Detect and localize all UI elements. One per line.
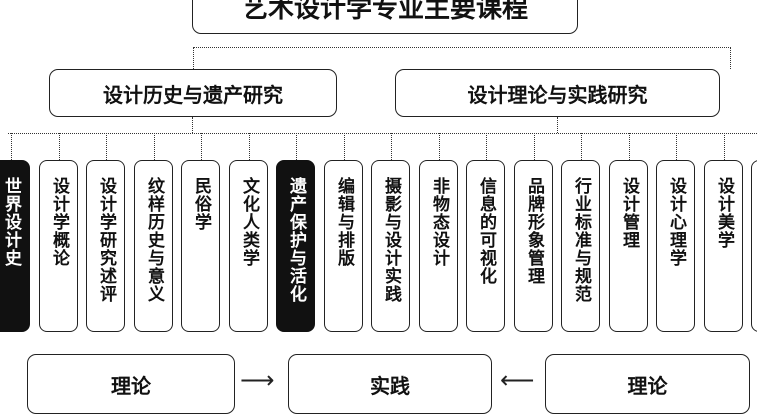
course-connector xyxy=(201,133,202,160)
course-column: 民俗学 xyxy=(181,160,220,332)
course-bus xyxy=(8,133,757,134)
course-label: 行业标准与规范 xyxy=(571,177,591,303)
course-column: 设计管理 xyxy=(609,160,648,332)
category-history: 设计历史与遗产研究 xyxy=(49,69,337,117)
course-connector xyxy=(724,133,725,160)
theory-box-right: 理论 xyxy=(545,354,750,414)
course-label: 世界设计史 xyxy=(1,177,21,267)
course-column: 摄影与设计实践 xyxy=(371,160,410,332)
course-connector xyxy=(676,133,677,160)
course-connector xyxy=(534,133,535,160)
course-connector xyxy=(486,133,487,160)
left-arrow-icon: ⟵ xyxy=(500,366,535,394)
course-label: 非物态设计 xyxy=(429,177,449,267)
course-column: 设计学研究述评 xyxy=(86,160,125,332)
theory-box-left: 理论 xyxy=(27,354,235,414)
course-column: 品牌形象管理 xyxy=(514,160,553,332)
connector-title-bar xyxy=(193,47,731,48)
course-column: 行业标准与规范 xyxy=(561,160,600,332)
course-column: 设计心理学 xyxy=(656,160,695,332)
practice-label: 实践 xyxy=(370,374,410,398)
theory-left-label: 理论 xyxy=(111,374,151,398)
title-box: 艺术设计学专业主要课程 xyxy=(192,0,578,34)
course-column: 编辑与排版 xyxy=(324,160,363,332)
course-label: 文化人类学 xyxy=(239,177,259,267)
course-label: 设计管理 xyxy=(619,177,639,249)
category-history-label: 设计历史与遗产研究 xyxy=(103,82,283,107)
course-column: 遗产保护与活化 xyxy=(276,160,315,332)
course-connector xyxy=(154,133,155,160)
category-theory-practice: 设计理论与实践研究 xyxy=(395,69,720,117)
title-text: 艺术设计学专业主要课程 xyxy=(241,0,528,24)
course-label: 纹样历史与意义 xyxy=(144,177,164,303)
course-label: 设计心理学 xyxy=(666,177,686,267)
course-label: 设计学概论 xyxy=(49,177,69,267)
course-column: 文化人类学 xyxy=(229,160,268,332)
theory-right-label: 理论 xyxy=(627,374,668,398)
course-connector xyxy=(439,133,440,160)
course-connector xyxy=(296,133,297,160)
course-column: 设计美学 xyxy=(704,160,743,332)
course-label: 摄影与设计实践 xyxy=(381,177,401,303)
right-arrow-icon: ⟶ xyxy=(240,366,275,394)
connector-title-right xyxy=(730,47,731,69)
course-connector xyxy=(106,133,107,160)
connector-history xyxy=(192,117,193,133)
course-column: 世界设计史 xyxy=(0,160,30,332)
course-connector xyxy=(11,133,12,160)
course-label: 民俗学 xyxy=(191,177,211,231)
course-column xyxy=(751,160,757,332)
connector-theory xyxy=(557,117,558,133)
course-label: 信息的可视化 xyxy=(476,177,496,285)
course-connector xyxy=(344,133,345,160)
course-label: 品牌形象管理 xyxy=(524,177,544,285)
course-label: 遗产保护与活化 xyxy=(286,177,306,303)
course-label: 设计美学 xyxy=(714,177,734,249)
course-connector xyxy=(391,133,392,160)
course-column: 信息的可视化 xyxy=(466,160,505,332)
category-theory-practice-label: 设计理论与实践研究 xyxy=(467,82,648,107)
course-column: 非物态设计 xyxy=(419,160,458,332)
connector-title xyxy=(193,47,194,69)
course-column: 设计学概论 xyxy=(39,160,78,332)
practice-box: 实践 xyxy=(288,354,492,414)
course-column: 纹样历史与意义 xyxy=(134,160,173,332)
course-label: 编辑与排版 xyxy=(334,177,354,267)
course-label: 设计学研究述评 xyxy=(96,177,116,303)
course-connector xyxy=(581,133,582,160)
course-connector xyxy=(629,133,630,160)
course-connector xyxy=(249,133,250,160)
course-connector xyxy=(59,133,60,160)
